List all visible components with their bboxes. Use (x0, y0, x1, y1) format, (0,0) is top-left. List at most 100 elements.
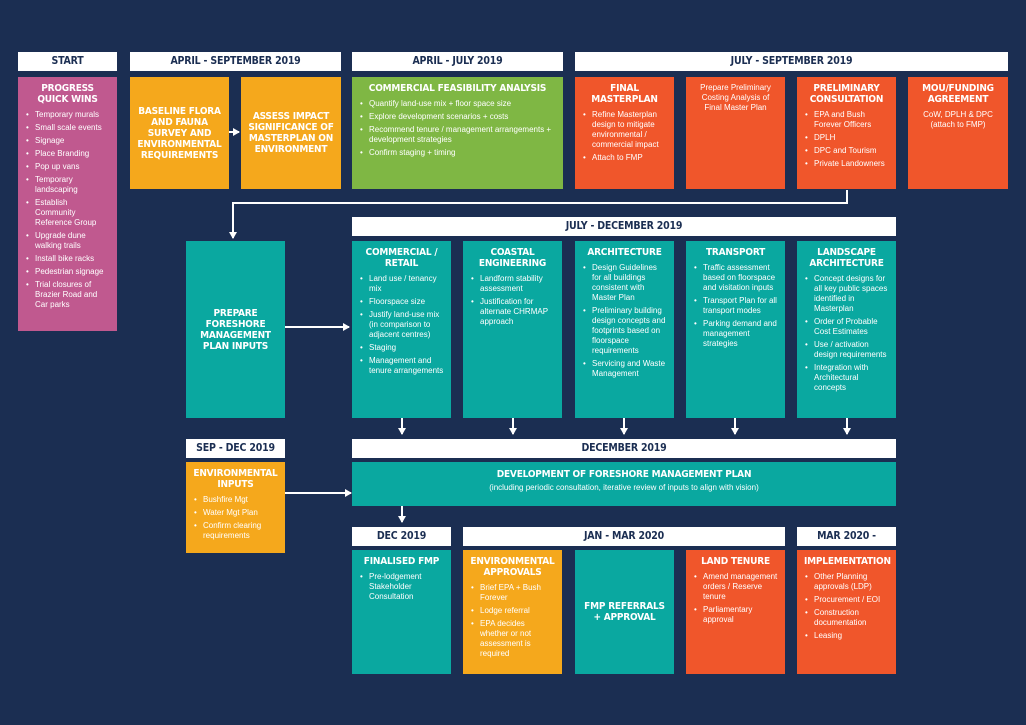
env-inputs-list: Bushfire Mgt Water Mgt Plan Confirm clea… (193, 495, 278, 541)
fmp-referrals-box: FMP REFERRALS + APPROVAL (575, 550, 674, 674)
list-item: Pre-lodgement Stakeholder Consultation (359, 572, 444, 602)
progress-title: PROGRESS QUICK WINS (37, 83, 98, 105)
mou-funding-box: MOU/FUNDING AGREEMENT CoW, DPLH & DPC (a… (908, 77, 1008, 189)
baseline-title: BASELINE FLORA AND FAUNA SURVEY AND ENVI… (137, 105, 222, 161)
assess-title: ASSESS IMPACT SIGNIFICANCE OF MASTERPLAN… (248, 111, 334, 155)
final-masterplan-box: FINAL MASTERPLAN Refine Masterplan desig… (575, 77, 674, 189)
list-item: Establish Community Reference Group (25, 198, 110, 228)
list-item: Servicing and Waste Management (582, 359, 667, 379)
commercial-feasibility-box: COMMERCIAL FEASIBILITY ANALYSIS Quantify… (352, 77, 563, 189)
preliminary-consultation-box: PRELIMINARY CONSULTATION EPA and Bush Fo… (797, 77, 896, 189)
environmental-approvals-box: ENVIRONMENTAL APPROVALS Brief EPA + Bush… (463, 550, 562, 674)
header-sep-dec-2019: SEP - DEC 2019 (186, 439, 285, 458)
prepare-inputs-title: PREPARE FORESHORE MANAGEMENT PLAN INPUTS (200, 307, 271, 352)
list-item: Other Planning approvals (LDP) (804, 572, 889, 592)
architecture-title: ARCHITECTURE (587, 247, 662, 258)
finalised-title: FINALISED FMP (363, 556, 440, 567)
coastal-list: Landform stability assessment Justificat… (470, 274, 555, 327)
commercial-retail-box: COMMERCIAL / RETAIL Land use / tenancy m… (352, 241, 451, 418)
commercial-feasibility-title: COMMERCIAL FEASIBILITY ANALYSIS (368, 83, 547, 94)
landscape-architecture-box: LANDSCAPE ARCHITECTURE Concept designs f… (797, 241, 896, 418)
header-july-december-2019: JULY - DECEMBER 2019 (352, 217, 896, 236)
land-tenure-title: LAND TENURE (701, 556, 770, 567)
list-item: Land use / tenancy mix (359, 274, 444, 294)
list-item: Confirm clearing requirements (193, 521, 278, 541)
header-start-immediately: START IMMEDIATELY (18, 52, 117, 86)
development-subtitle: (including periodic consultation, iterat… (489, 483, 759, 492)
list-item: Design Guidelines for all buildings cons… (582, 263, 667, 303)
mou-title: MOU/FUNDING AGREEMENT (922, 83, 994, 105)
list-item: Floorspace size (359, 297, 444, 307)
header-april-july-2019: APRIL - JULY 2019 (352, 52, 563, 71)
list-item: Justification for alternate CHRMAP appro… (470, 297, 555, 327)
progress-list: Temporary murals Small scale events Sign… (25, 110, 110, 310)
development-fmp-box: DEVELOPMENT OF FORESHORE MANAGEMENT PLAN… (352, 462, 896, 506)
list-item: Parliamentary approval (693, 605, 778, 625)
preliminary-consultation-list: EPA and Bush Forever Officers DPLH DPC a… (804, 110, 889, 169)
arrow-consultation-to-prepare (229, 190, 848, 239)
transport-box: TRANSPORT Traffic assessment based on fl… (686, 241, 785, 418)
landscape-list: Concept designs for all key public space… (804, 274, 889, 393)
list-item: Explore development scenarios + costs (359, 112, 556, 122)
assess-impact-box: ASSESS IMPACT SIGNIFICANCE OF MASTERPLAN… (241, 77, 341, 189)
header-dec-2019: DEC 2019 (352, 527, 451, 546)
list-item: Place Branding (25, 149, 110, 159)
referrals-title: FMP REFERRALS + APPROVAL (584, 601, 665, 623)
list-item: DPC and Tourism (804, 146, 889, 156)
transport-list: Traffic assessment based on floorspace a… (693, 263, 778, 349)
list-item: Transport Plan for all transport modes (693, 296, 778, 316)
header-mar-2020-beyond: MAR 2020 - BEYOND (797, 527, 896, 561)
list-item: Refine Masterplan design to mitigate env… (582, 110, 667, 150)
costing-analysis-box: Prepare Preliminary Costing Analysis of … (686, 77, 785, 189)
list-item: Integration with Architectural concepts (804, 363, 889, 393)
finalised-fmp-box: FINALISED FMP Pre-lodgement Stakeholder … (352, 550, 451, 674)
architecture-box: ARCHITECTURE Design Guidelines for all b… (575, 241, 674, 418)
transport-title: TRANSPORT (705, 247, 766, 258)
list-item: Order of Probable Cost Estimates (804, 317, 889, 337)
land-tenure-list: Amend management orders / Reserve tenure… (693, 572, 778, 625)
commercial-retail-list: Land use / tenancy mix Floorspace size J… (359, 274, 444, 376)
final-masterplan-list: Refine Masterplan design to mitigate env… (582, 110, 667, 163)
commercial-feasibility-list: Quantify land-use mix + floor space size… (359, 99, 556, 158)
list-item: Procurement / EOI (804, 595, 889, 605)
landscape-title: LANDSCAPE ARCHITECTURE (809, 247, 884, 269)
list-item: Staging (359, 343, 444, 353)
list-item: Pop up vans (25, 162, 110, 172)
header-july-september-2019: JULY - SEPTEMBER 2019 (575, 52, 1008, 71)
list-item: EPA decides whether or not assessment is… (470, 619, 555, 659)
env-approvals-list: Brief EPA + Bush Forever Lodge referral … (470, 583, 555, 659)
list-item: Justify land-use mix (in comparison to a… (359, 310, 444, 340)
list-item: Signage (25, 136, 110, 146)
list-item: Preliminary building design concepts and… (582, 306, 667, 356)
list-item: Lodge referral (470, 606, 555, 616)
list-item: Private Landowners (804, 159, 889, 169)
list-item: Bushfire Mgt (193, 495, 278, 505)
header-december-2019: DECEMBER 2019 (352, 439, 896, 458)
coastal-title: COASTAL ENGINEERING (478, 247, 547, 269)
baseline-survey-box: BASELINE FLORA AND FAUNA SURVEY AND ENVI… (130, 77, 229, 189)
architecture-list: Design Guidelines for all buildings cons… (582, 263, 667, 379)
list-item: Use / activation design requirements (804, 340, 889, 360)
prepare-inputs-box: PREPARE FORESHORE MANAGEMENT PLAN INPUTS (186, 241, 285, 418)
implementation-title: IMPLEMENTATION (804, 556, 891, 567)
costing-text: Prepare Preliminary Costing Analysis of … (700, 83, 771, 112)
list-item: EPA and Bush Forever Officers (804, 110, 889, 130)
list-item: Recommend tenure / management arrangemen… (359, 125, 556, 145)
commercial-retail-title: COMMERCIAL / RETAIL (365, 247, 438, 269)
header-jan-mar-2020: JAN - MAR 2020 (463, 527, 785, 546)
list-item: Concept designs for all key public space… (804, 274, 889, 314)
list-item: Temporary landscaping (25, 175, 110, 195)
list-item: Amend management orders / Reserve tenure (693, 572, 778, 602)
list-item: Traffic assessment based on floorspace a… (693, 263, 778, 293)
header-april-september-2019: APRIL - SEPTEMBER 2019 (130, 52, 341, 71)
land-tenure-box: LAND TENURE Amend management orders / Re… (686, 550, 785, 674)
mou-text: CoW, DPLH & DPC (attach to FMP) (923, 110, 993, 129)
preliminary-consultation-title: PRELIMINARY CONSULTATION (809, 83, 884, 105)
list-item: Confirm staging + timing (359, 148, 556, 158)
list-item: Install bike racks (25, 254, 110, 264)
list-item: Brief EPA + Bush Forever (470, 583, 555, 603)
list-item: Parking demand and management strategies (693, 319, 778, 349)
list-item: Attach to FMP (582, 153, 667, 163)
final-masterplan-title: FINAL MASTERPLAN (591, 83, 658, 105)
